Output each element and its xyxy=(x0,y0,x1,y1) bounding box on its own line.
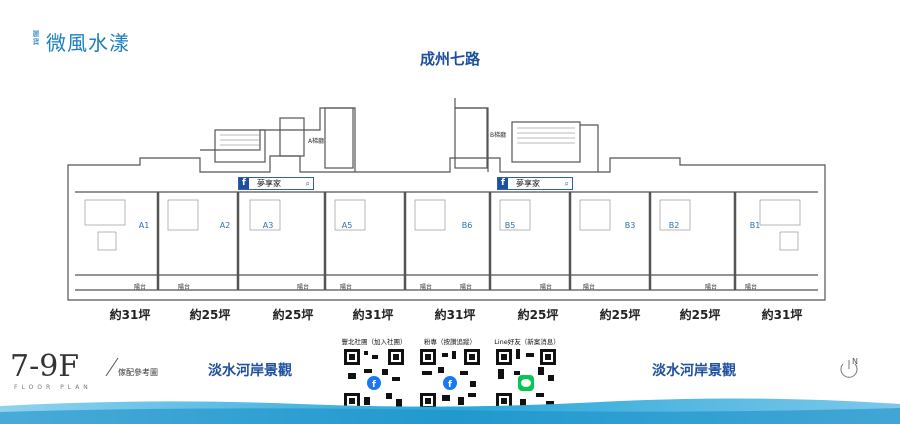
qr-code-line[interactable] xyxy=(494,347,558,411)
balcony-label: 陽台 xyxy=(745,284,758,291)
floor-subtitle: 傢配參考圖 xyxy=(118,368,158,377)
unit-area: 約31坪 xyxy=(761,308,803,322)
balcony-label: 陽台 xyxy=(178,284,191,291)
unit-label: A1 xyxy=(138,221,150,230)
compass-icon xyxy=(840,360,858,378)
brand-small-logo: 麗寶 xyxy=(32,30,40,46)
fan-banner-text: 夢享家 xyxy=(257,179,281,188)
svg-text:f: f xyxy=(372,380,376,390)
floor-label: 7-9F xyxy=(10,349,80,384)
wave-decoration xyxy=(0,398,900,424)
unit-label: B1 xyxy=(749,221,761,230)
balcony-label: 陽台 xyxy=(297,284,310,291)
unit-label: A2 xyxy=(219,221,231,230)
unit-area: 約25坪 xyxy=(189,308,231,322)
search-icon: ⌕ xyxy=(305,179,310,188)
search-icon: ⌕ xyxy=(564,179,569,188)
unit-area: 約25坪 xyxy=(517,308,559,322)
fan-banner: f 夢享家 ⌕ xyxy=(497,177,573,190)
balcony-label: 陽台 xyxy=(460,284,473,291)
balcony-label: 陽台 xyxy=(540,284,553,291)
balcony-label: 陽台 xyxy=(705,284,718,291)
svg-text:f: f xyxy=(448,380,452,390)
qr-title-group: 豐北社團（加入社團） xyxy=(341,338,407,346)
stair-label-a: A梯廳 xyxy=(308,138,325,145)
balcony-label: 陽台 xyxy=(134,284,147,291)
fan-banner-text: 夢享家 xyxy=(516,179,540,188)
qr-title-page: 粉專（按讚追蹤） xyxy=(424,338,476,346)
unit-area: 約25坪 xyxy=(599,308,641,322)
qr-code-group[interactable]: f xyxy=(342,347,406,411)
unit-label: A3 xyxy=(262,221,274,230)
facebook-icon: f xyxy=(498,178,508,189)
compass-north-label: N xyxy=(852,357,858,366)
unit-label: B6 xyxy=(461,221,473,230)
unit-area: 約25坪 xyxy=(679,308,721,322)
view-label-right: 淡水河岸景觀 xyxy=(652,363,736,379)
unit-area: 約31坪 xyxy=(109,308,151,322)
qr-title-line: Line好友（新案消息） xyxy=(494,338,560,346)
facebook-icon xyxy=(443,376,457,390)
balcony-label: 陽台 xyxy=(340,284,353,291)
brand-logo: 微風水漾 xyxy=(46,31,130,55)
unit-area: 約31坪 xyxy=(434,308,476,322)
road-label: 成州七路 xyxy=(419,50,480,68)
unit-label: A5 xyxy=(341,221,353,230)
unit-label: B5 xyxy=(504,221,516,230)
unit-label: B3 xyxy=(624,221,636,230)
facebook-icon xyxy=(367,376,381,390)
floor-english: FLOOR PLAN xyxy=(14,384,92,391)
qr-code-page[interactable]: f xyxy=(418,347,482,411)
fan-banner: f 夢享家 ⌕ xyxy=(238,177,314,190)
balcony-label: 陽台 xyxy=(583,284,596,291)
unit-area: 約31坪 xyxy=(352,308,394,322)
facebook-icon: f xyxy=(239,178,249,189)
balcony-label: 陽台 xyxy=(420,284,433,291)
unit-label: B2 xyxy=(668,221,680,230)
divider-slash xyxy=(105,357,119,377)
view-label-left: 淡水河岸景觀 xyxy=(208,363,292,379)
stair-label-b: B梯廳 xyxy=(490,132,507,139)
unit-area: 約25坪 xyxy=(272,308,314,322)
